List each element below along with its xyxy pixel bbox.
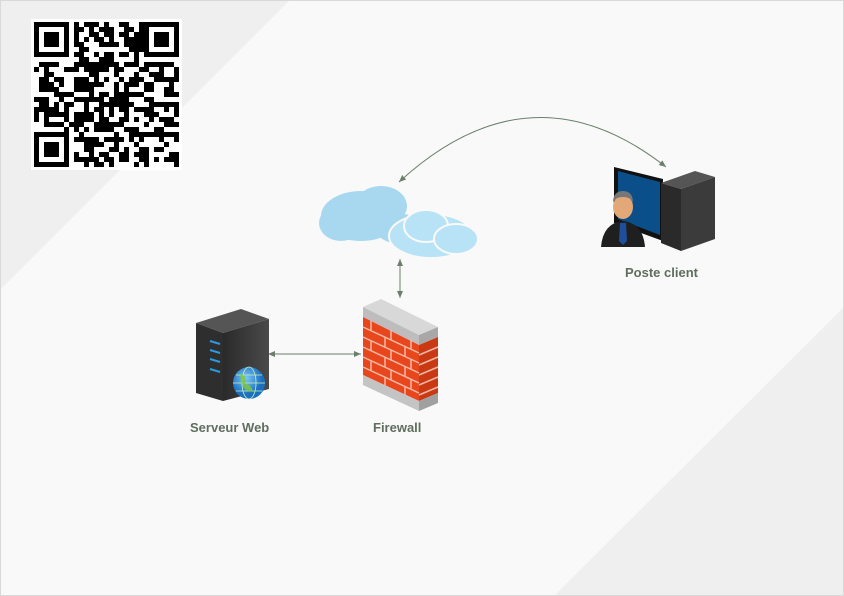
client-workstation-icon xyxy=(601,167,715,251)
cloud-icon xyxy=(319,186,479,259)
node-label-client: Poste client xyxy=(625,265,698,280)
edge-cloud-client xyxy=(398,117,667,183)
qr-code-icon xyxy=(31,19,182,170)
node-label-server: Serveur Web xyxy=(190,420,270,435)
background-triangle-bottom-right xyxy=(555,307,843,595)
firewall-icon xyxy=(362,299,439,411)
web-server-icon xyxy=(196,309,269,401)
node-label-firewall: Firewall xyxy=(373,420,422,435)
